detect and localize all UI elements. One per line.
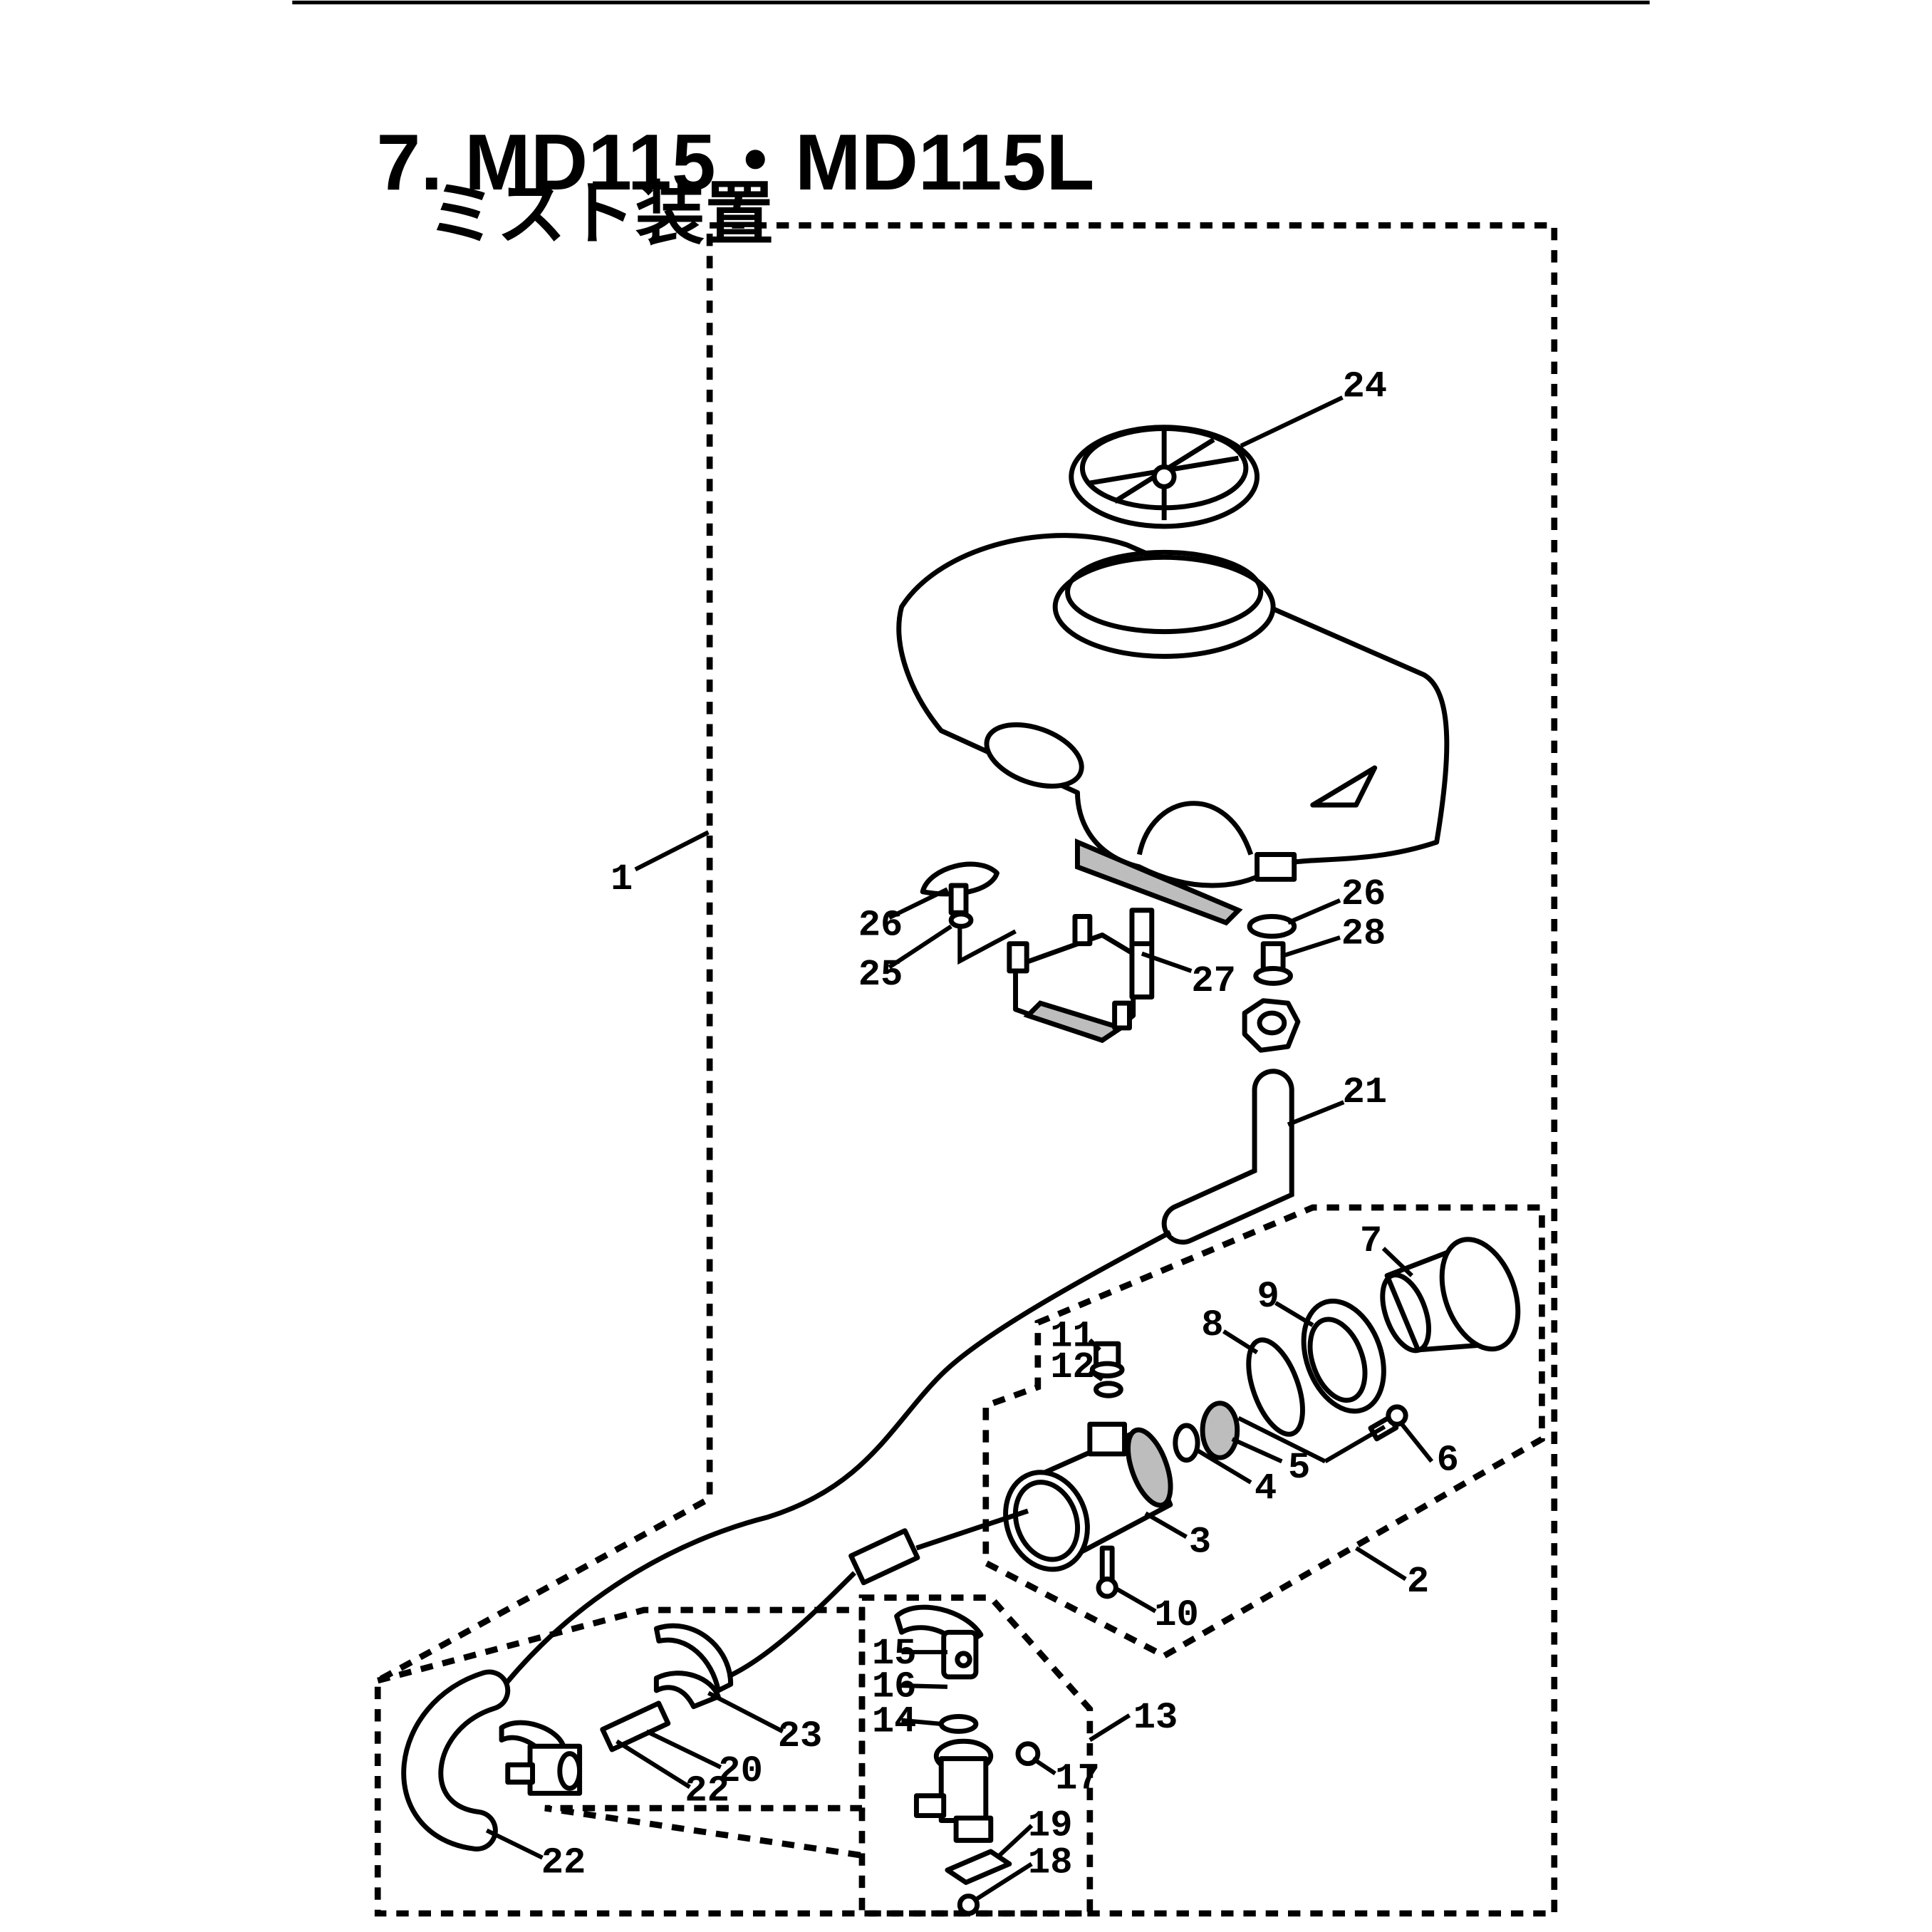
mist-tank: [896, 425, 1450, 926]
assembly-boundary-1: [374, 222, 1558, 1917]
callout-19: 19: [1028, 1804, 1073, 1847]
washer-12: [1094, 1381, 1123, 1398]
cap-nut-9: [1301, 1298, 1386, 1414]
callout-26-left: 26: [858, 905, 903, 947]
callout-28: 28: [1341, 913, 1386, 955]
callout-27: 27: [1191, 960, 1236, 1002]
callout-12: 12: [1050, 1346, 1095, 1388]
page-subtitle: ミスト装置: [427, 175, 774, 253]
tank-side-slot: [1310, 765, 1378, 808]
callout-21: 21: [1342, 1071, 1387, 1113]
callout-24: 24: [1342, 365, 1387, 407]
assembly-boundary-2: [982, 1204, 1545, 1660]
callout-18: 18: [1028, 1842, 1073, 1884]
callout-13: 13: [1133, 1697, 1178, 1739]
callout-22-center: 22: [685, 1770, 729, 1812]
impeller-5: [1200, 1401, 1240, 1460]
callout-2: 2: [1407, 1561, 1429, 1603]
tank-neck-inner: [1065, 549, 1264, 635]
hose-21: [1161, 1069, 1294, 1245]
tank-neck: [1052, 554, 1276, 659]
spout-7: [1380, 1237, 1521, 1354]
washer-25: [948, 911, 974, 929]
assembly-boundary-valve: [377, 1606, 866, 1859]
callout-8: 8: [1201, 1304, 1223, 1346]
tube-20: [600, 1700, 671, 1752]
strainer-bracket: [957, 913, 1136, 1044]
o-ring-14: [938, 1714, 979, 1734]
atomizer-body-3: [1003, 1421, 1173, 1572]
callout-labels: 24 1 26 25 27 26 28 21 7 9 8 11 12 4 5 6…: [541, 365, 1459, 1884]
screw-10: [1096, 1545, 1118, 1599]
nozzle-4: [1173, 1423, 1200, 1463]
tank-cap: [1069, 425, 1260, 529]
callout-7: 7: [1360, 1220, 1382, 1262]
callout-16: 16: [872, 1666, 917, 1708]
cock-body: [913, 1738, 994, 1843]
callout-5: 5: [1288, 1447, 1310, 1489]
callout-15: 15: [872, 1633, 917, 1675]
callout-4: 4: [1255, 1468, 1277, 1510]
callout-20: 20: [718, 1750, 763, 1792]
screw-18: [957, 1894, 980, 1916]
clamp-23: [653, 1623, 734, 1710]
tank-body: [896, 533, 1450, 888]
page-title: 7. MD115・MD115L: [376, 118, 1094, 207]
hose-routing-line: [493, 1230, 1172, 1698]
tank-window: [984, 722, 1084, 789]
nipple-11: [1089, 1341, 1125, 1378]
callout-23: 23: [778, 1715, 823, 1757]
fitting-28: [1253, 941, 1293, 986]
hex-nut: [1242, 998, 1301, 1053]
tank-bottom-rib: [1074, 838, 1243, 926]
callout-22-bottom: 22: [541, 1842, 586, 1884]
callout-17: 17: [1055, 1757, 1100, 1799]
tank-arch: [1136, 801, 1254, 856]
callout-3: 3: [1189, 1521, 1211, 1563]
callout-1: 1: [611, 858, 633, 900]
valve-left: [499, 1720, 583, 1796]
assembly-boundary-13: [858, 1594, 1094, 1917]
tank-outlet: [1255, 852, 1297, 882]
callout-6: 6: [1437, 1440, 1459, 1482]
ring-8: [1246, 1337, 1305, 1437]
lever-15: [894, 1604, 984, 1680]
knob-26: [920, 861, 999, 915]
callout-25: 25: [858, 954, 903, 996]
joint-tube: [848, 1528, 920, 1586]
washer-26-right: [1247, 913, 1297, 939]
callout-10: 10: [1154, 1594, 1199, 1636]
callout-9: 9: [1257, 1276, 1279, 1318]
joint-connector-line: [723, 1508, 1029, 1681]
leader-lines: [485, 395, 1434, 1904]
callout-26-right: 26: [1341, 873, 1386, 915]
hose-22-u: [401, 1669, 511, 1852]
callout-11: 11: [1050, 1316, 1095, 1358]
plate-19: [945, 1849, 1012, 1885]
callout-14: 14: [872, 1700, 917, 1743]
